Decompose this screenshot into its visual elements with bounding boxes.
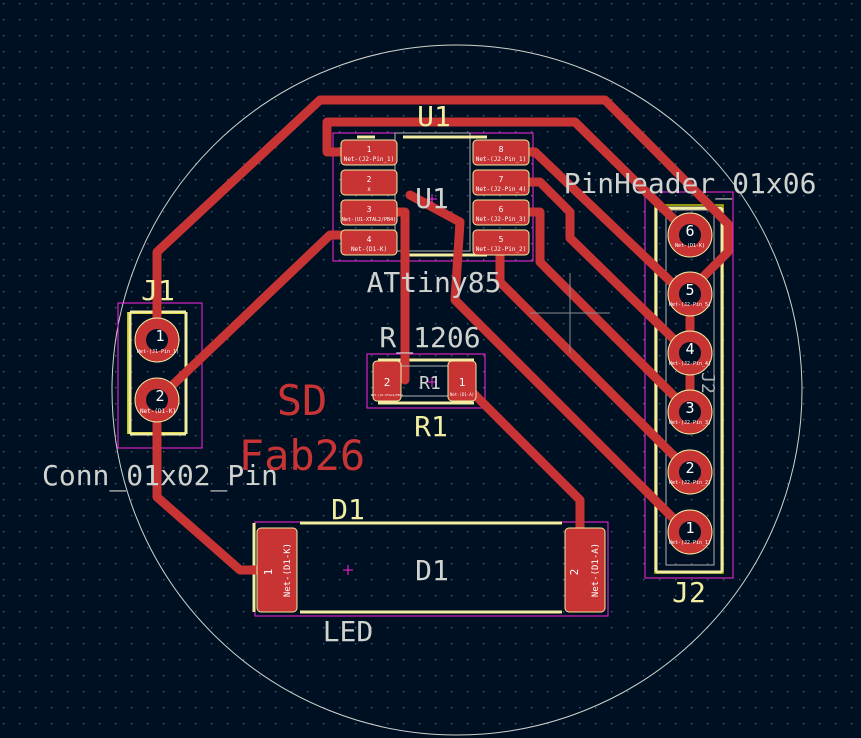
u1-pad-5-net: Net-(J2-Pin_2) [476,246,527,253]
j2-pad-1-number: 1 [685,519,694,537]
sd-text: SD [277,376,328,425]
u1-ref-top: U1 [417,100,451,133]
u1-pad-5[interactable]: 5 Net-(J2-Pin_2) [472,229,530,256]
u1-pad-7[interactable]: 7 Net-(J2-Pin_4) [472,169,530,196]
u1-pad-3[interactable]: 3 Net-(U1-XTAL2/PB4) [340,199,398,226]
u1-pad-8-number: 8 [499,145,504,154]
r1-pad-1-net: Net-(D1-A) [450,392,474,397]
j1-footprint[interactable]: 1 Net-(J1-Pin_1) 2 Net-(D1-K) [134,317,180,423]
u1-pad-4-net: Net-(D1-K) [351,246,387,253]
d1-footprint[interactable]: 1 Net-(D1-K) 2 Net-(D1-A) [256,527,606,613]
j2-pad-6-number: 6 [685,222,694,240]
d1-pad-1-number: 1 [262,569,275,576]
d1-value: LED [323,615,374,648]
d1-pad-1-net: Net-(D1-K) [283,543,293,597]
trace-j1-to-j2 [152,95,733,345]
u1-pad-4[interactable]: 4 Net-(D1-K) [340,229,398,256]
j2-value: PinHeader_01x06 [564,167,817,201]
j2-pad-4[interactable]: 4 Net-(J2-Pin_4) [667,330,713,376]
r1-pad-1-number: 1 [459,376,466,389]
j2-ref: J2 [672,576,706,609]
d1-pad-2-net: Net-(D1-A) [591,543,601,597]
j2-pad-5-net: Net-(J2-Pin_5) [669,302,711,308]
u1-pad-2-number: 2 [367,175,372,184]
j2-pad-6[interactable]: 6 Net-(D1-K) [667,212,713,258]
anchor-markers [343,194,437,575]
j1-pad-1[interactable]: 1 Net-(J1-Pin_1) [134,317,180,363]
u1-pad-2-net: x [367,186,371,193]
j1-ref: J1 [141,274,175,307]
cursor-crosshair [530,273,610,353]
r1-pad-2-net: Net-(U1-XTAL2/PB4) [371,393,404,397]
j2-pad-2-number: 2 [685,459,694,477]
j2-pad-3[interactable]: 3 Net-(J2-Pin_3) [667,389,713,435]
u1-pad-1-net: Net-(J2-Pin_1) [344,156,395,163]
d1-pad-2-number: 2 [568,569,581,576]
u1-pad-2[interactable]: 2 x [340,169,398,196]
j2-pad-1[interactable]: 1 Net-(J2-Pin_1) [667,509,713,555]
u1-pad-5-number: 5 [499,235,504,244]
d1-ref-top: D1 [331,493,365,526]
board-edge-outline [111,44,803,736]
d1-pad-2[interactable]: 2 Net-(D1-A) [564,527,606,613]
labels: SD Fab26 U1 U1 ATtiny85 R_1206 R1 R1 J1 … [42,100,816,648]
u1-pad-3-net: Net-(U1-XTAL2/PB4) [342,217,396,223]
j1-value: Conn_01x02_Pin [42,459,278,493]
r1-pad-1[interactable]: 1 Net-(D1-A) [447,360,477,402]
trace-u1-center [405,190,695,540]
u1-pad-6-net: Net-(J2-Pin_3) [476,216,527,223]
j1-pad-1-number: 1 [155,327,164,345]
d1-ref: D1 [415,554,449,587]
j1-pad-2-number: 2 [155,387,164,405]
u1-pad-6[interactable]: 6 Net-(J2-Pin_3) [472,199,530,226]
r1-footprint[interactable]: 2 Net-(U1-XTAL2/PB4) 1 Net-(D1-A) [371,360,477,402]
j2-pad-5[interactable]: 5 Net-(J2-Pin_5) [667,271,713,317]
r1-pad-2-number: 2 [384,376,391,389]
j2-pad-3-number: 3 [685,399,694,417]
u1-ref: U1 [415,182,449,215]
u1-pad-6-number: 6 [499,205,504,214]
j1-pad-2[interactable]: 2 Net-(D1-K) [134,377,180,423]
u1-pad-1-number: 1 [367,145,372,154]
u1-pad-7-net: Net-(J2-Pin_4) [476,186,527,193]
u1-pad-8[interactable]: 8 Net-(J2-Pin_1) [472,139,530,166]
j1-pad-2-net: Net-(D1-K) [140,408,176,415]
u1-pad-4-number: 4 [367,235,372,244]
j2-pad-3-net: Net-(J2-Pin_3) [669,420,711,426]
fab-text: Fab26 [239,431,365,480]
j2-pad-5-number: 5 [685,281,694,299]
j2-pad-4-number: 4 [685,340,694,358]
d1-pad-1[interactable]: 1 Net-(D1-K) [256,527,298,613]
j1-pad-1-net: Net-(J1-Pin_1) [137,349,179,355]
u1-pad-7-number: 7 [499,175,504,184]
r1-value: R_1206 [379,321,480,355]
j2-fab-ref: J2 [697,372,718,394]
u1-pad-3-number: 3 [367,205,372,214]
u1-footprint[interactable]: 1 Net-(J2-Pin_1) 2 x 3 Net-(U1-XTAL2/PB4… [340,139,530,256]
u1-pad-8-net: Net-(J2-Pin_1) [476,156,527,163]
u1-pad-1[interactable]: 1 Net-(J2-Pin_1) [340,139,398,166]
j2-pad-4-net: Net-(J2-Pin_4) [669,361,711,367]
j2-pad-2-net: Net-(J2-Pin_2) [669,480,711,486]
trace-j1-d1 [152,400,275,575]
j2-pad-6-net: Net-(D1-K) [675,243,705,249]
j2-pad-1-net: Net-(J2-Pin_1) [669,540,711,546]
j2-footprint[interactable]: 6 Net-(D1-K) 5 Net-(J2-Pin_5) 4 Net-(J2-… [667,212,713,555]
r1-pad-2[interactable]: 2 Net-(U1-XTAL2/PB4) [371,360,404,402]
r1-ref: R1 [414,410,448,443]
r1-fab-ref: R1 [419,373,441,394]
u1-value: ATtiny85 [367,266,502,299]
j2-pad-2[interactable]: 2 Net-(J2-Pin_2) [667,449,713,495]
